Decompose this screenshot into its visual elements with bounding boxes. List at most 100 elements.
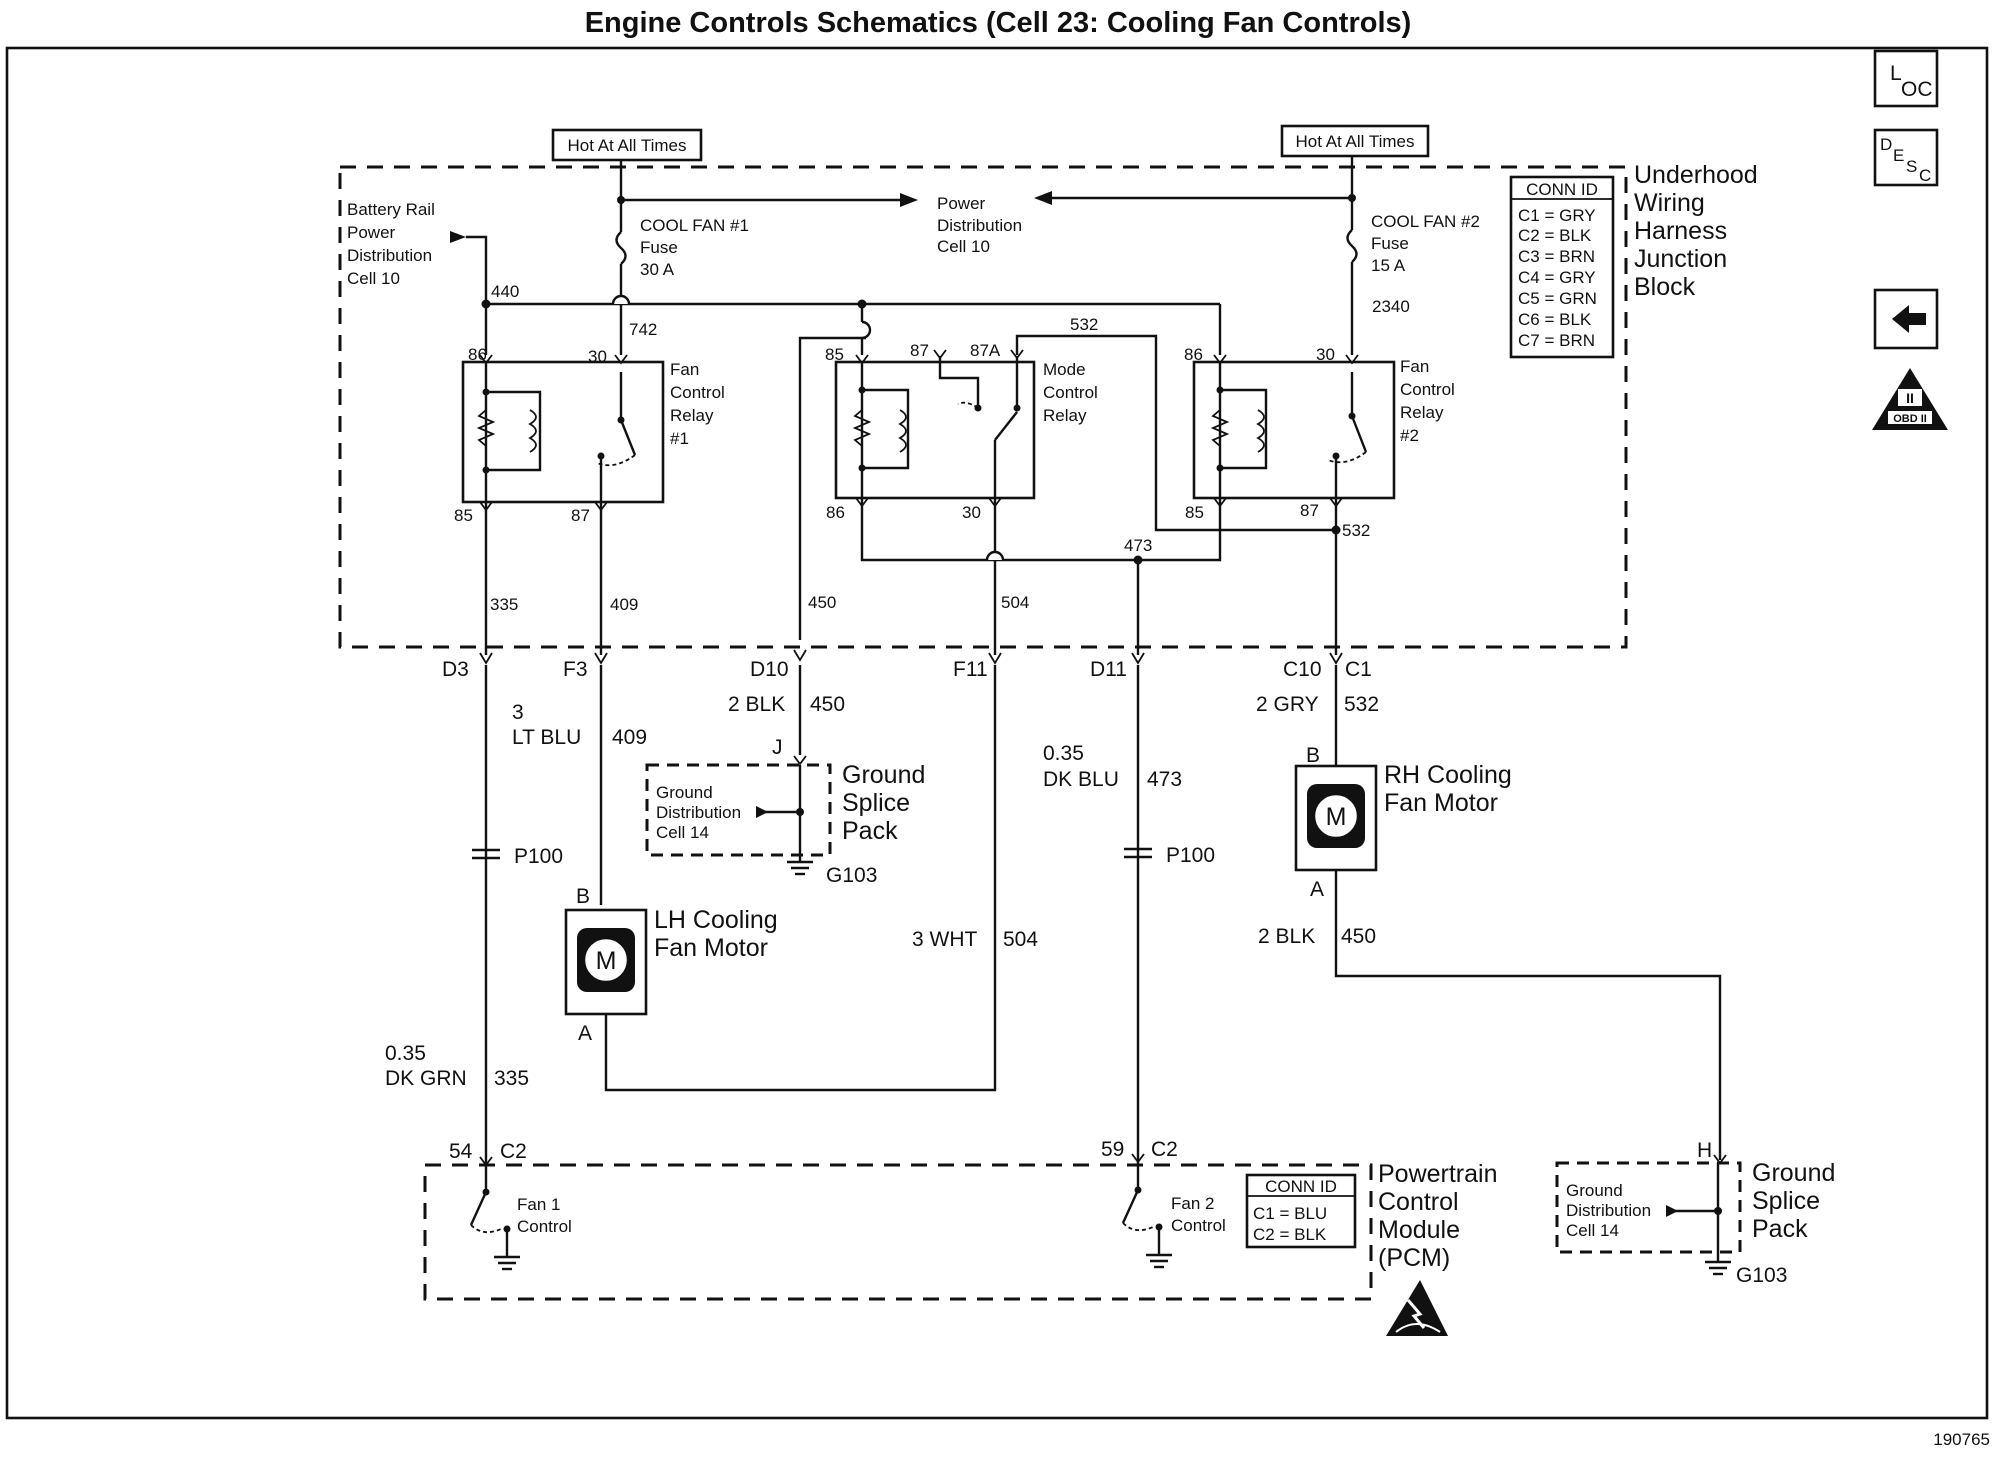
cool-fan-2-fuse: COOL FAN #2 Fuse 15 A <box>1346 198 1480 355</box>
desc-icon[interactable]: D E S C <box>1873 128 1939 187</box>
svg-text:87A: 87A <box>970 341 1001 360</box>
hot-at-all-times-left: Hot At All Times <box>551 128 703 162</box>
svg-text:C3 = BRN: C3 = BRN <box>1518 247 1595 266</box>
svg-text:P100: P100 <box>514 845 563 868</box>
svg-text:Harness: Harness <box>1634 217 1727 245</box>
svg-text:RH Cooling: RH Cooling <box>1384 761 1512 789</box>
conn-id-table-pcm: CONN ID C1 = BLU C2 = BLK <box>1245 1173 1357 1249</box>
wire-450-rh <box>1334 870 1722 1160</box>
svg-text:Fuse: Fuse <box>640 238 678 257</box>
svg-text:2 BLK: 2 BLK <box>728 693 785 716</box>
svg-text:CONN ID: CONN ID <box>1265 1177 1337 1196</box>
svg-text:30: 30 <box>962 503 981 522</box>
back-arrow-icon[interactable] <box>1873 288 1939 350</box>
svg-text:85: 85 <box>825 345 844 364</box>
svg-text:86: 86 <box>1184 345 1203 364</box>
battery-rail-arrow <box>450 231 466 243</box>
wire-label-wht: 3 WHT 504 <box>912 928 1038 951</box>
svg-text:S: S <box>1906 157 1917 176</box>
svg-text:Splice: Splice <box>1752 1187 1820 1215</box>
wire-label-blk-d10: 2 BLK 450 <box>728 693 845 716</box>
svg-text:87: 87 <box>571 506 590 525</box>
svg-text:E: E <box>1893 146 1904 165</box>
svg-text:F3: F3 <box>563 658 588 681</box>
svg-text:Cell 10: Cell 10 <box>347 269 400 288</box>
fan-control-relay-1: 86 30 85 87 Fan Control Relay #1 <box>454 345 725 525</box>
svg-text:Pack: Pack <box>842 817 898 845</box>
svg-text:Relay: Relay <box>1043 406 1087 425</box>
svg-text:86: 86 <box>826 503 845 522</box>
svg-text:473: 473 <box>1124 536 1152 555</box>
svg-text:Ground: Ground <box>1752 1159 1835 1187</box>
conn-id-table-underhood: CONN ID C1 = GRY C2 = BLK C3 = BRN C4 = … <box>1509 175 1615 359</box>
svg-text:J: J <box>772 736 783 759</box>
svg-text:Junction: Junction <box>1634 245 1727 273</box>
svg-text:30 A: 30 A <box>640 260 675 279</box>
svg-text:30: 30 <box>1316 345 1335 364</box>
ground-g103-right: G103 <box>1705 1260 1787 1287</box>
wire-504-bottom <box>604 665 997 1092</box>
svg-text:Block: Block <box>1634 273 1696 301</box>
svg-text:Distribution: Distribution <box>937 216 1022 235</box>
svg-text:Control: Control <box>1171 1216 1226 1235</box>
svg-text:Cell 10: Cell 10 <box>937 237 990 256</box>
svg-text:Fan 2: Fan 2 <box>1171 1194 1214 1213</box>
svg-text:Control: Control <box>1043 383 1098 402</box>
circuit-473-bus <box>860 498 1222 562</box>
svg-text:Wiring: Wiring <box>1634 189 1705 217</box>
svg-text:87: 87 <box>1300 501 1319 520</box>
svg-text:A: A <box>1310 878 1324 901</box>
figure-number: 190765 <box>1933 1430 1990 1449</box>
svg-text:Fan: Fan <box>670 360 699 379</box>
svg-text:Power: Power <box>347 223 396 242</box>
svg-text:Power: Power <box>937 194 986 213</box>
ground-splice-pack-left: Ground Distribution Cell 14 Ground Splic… <box>645 761 925 862</box>
svg-text:B: B <box>1306 744 1320 767</box>
svg-text:DK BLU: DK BLU <box>1043 768 1119 791</box>
connector-chevrons <box>479 349 1727 1167</box>
svg-text:Module: Module <box>1378 1216 1460 1244</box>
svg-text:II: II <box>1906 390 1914 406</box>
svg-text:532: 532 <box>1344 693 1379 716</box>
svg-text:85: 85 <box>454 506 473 525</box>
svg-text:Distribution: Distribution <box>1566 1201 1651 1220</box>
pcm-label: Powertrain Control Module (PCM) <box>1378 1160 1498 1272</box>
svg-text:Ground: Ground <box>1566 1181 1623 1200</box>
svg-text:504: 504 <box>1001 593 1029 612</box>
svg-text:Control: Control <box>517 1217 572 1236</box>
svg-text:C10: C10 <box>1283 658 1322 681</box>
svg-text:3: 3 <box>512 701 524 724</box>
battery-rail-label: Battery Rail Power Distribution Cell 10 <box>347 200 435 288</box>
svg-text:15 A: 15 A <box>1371 256 1406 275</box>
power-arrow-left <box>900 193 918 207</box>
svg-text:P100: P100 <box>1166 844 1215 867</box>
svg-text:D: D <box>1880 135 1892 154</box>
svg-text:0.35: 0.35 <box>1043 742 1084 765</box>
svg-text:335: 335 <box>494 1067 529 1090</box>
svg-text:440: 440 <box>491 282 519 301</box>
obd-ii-icon: II OBD II <box>1872 368 1948 430</box>
svg-text:Ground: Ground <box>656 783 713 802</box>
svg-text:#2: #2 <box>1400 426 1419 445</box>
svg-text:LT BLU: LT BLU <box>512 726 581 749</box>
svg-text:Underhood: Underhood <box>1634 161 1758 189</box>
power-distribution-label: Power Distribution Cell 10 <box>937 194 1022 256</box>
svg-text:D10: D10 <box>750 658 789 681</box>
svg-text:D3: D3 <box>442 658 469 681</box>
svg-text:85: 85 <box>1185 503 1204 522</box>
svg-text:504: 504 <box>1003 928 1038 951</box>
svg-text:C2: C2 <box>500 1140 527 1163</box>
loc-icon[interactable]: L OC <box>1873 49 1939 108</box>
svg-text:473: 473 <box>1147 768 1182 791</box>
svg-text:Hot At All Times: Hot At All Times <box>567 136 686 155</box>
svg-text:C5 = GRN: C5 = GRN <box>1518 289 1597 308</box>
wire-label-gry: 2 GRY 532 <box>1256 693 1379 716</box>
svg-text:Ground: Ground <box>842 761 925 789</box>
svg-text:Fan 1: Fan 1 <box>517 1195 560 1214</box>
svg-text:59: 59 <box>1101 1138 1124 1161</box>
svg-text:COOL FAN #2: COOL FAN #2 <box>1371 212 1480 231</box>
svg-text:2 GRY: 2 GRY <box>1256 693 1319 716</box>
svg-text:Pack: Pack <box>1752 1215 1808 1243</box>
svg-text:Fuse: Fuse <box>1371 234 1409 253</box>
